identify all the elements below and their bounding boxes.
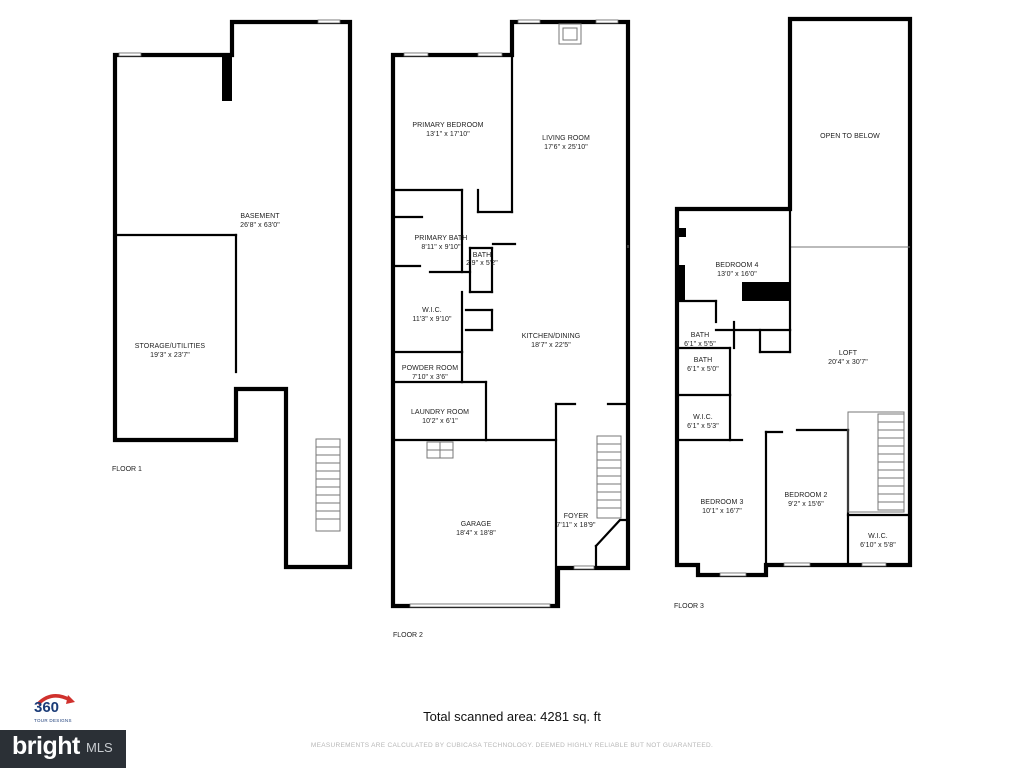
tour-designs-logo: 360 TOUR DESIGNS [30,692,80,726]
room-wic-b-name: W.I.C. [868,533,888,540]
floor-3-stairs [847,411,905,513]
logo-arc-icon [36,694,75,706]
room-wic-b-dims: 6'10" x 5'8" [860,542,896,549]
room-bedroom-3-name: BEDROOM 3 [701,499,744,506]
room-wic-name: W.I.C. [422,307,442,314]
room-garage-dims: 18'4" x 18'8" [456,530,496,537]
room-loft-name: LOFT [839,350,858,357]
bright-suffix: MLS [86,740,113,755]
room-bedroom-4-name: BEDROOM 4 [716,262,759,269]
room-wic-a-dims: 6'1" x 5'3" [687,423,719,430]
logo-tagline: TOUR DESIGNS [34,718,72,723]
room-bath-dims: 2'9" x 5'2" [466,260,498,267]
room-bath-b-dims: 6'1" x 5'0" [687,366,719,373]
room-foyer-dims: 7'11" x 18'9" [556,522,596,529]
room-bedroom-3-dims: 10'1" x 16'7" [702,508,742,515]
floor-1-label: FLOOR 1 [112,466,142,473]
room-bedroom-2-name: BEDROOM 2 [785,492,828,499]
room-garage-name: GARAGE [461,521,492,528]
room-bedroom-2-dims: 9'2" x 15'6" [788,501,824,508]
room-bath-name: BATH [473,252,492,259]
room-basement-dims: 26'8" x 63'0" [240,222,280,229]
floor-1-stairs [315,438,341,532]
room-wic-a-name: W.I.C. [693,414,713,421]
room-primary-bedroom-dims: 13'1" x 17'10" [426,131,470,138]
room-wic-dims: 11'3" x 9'10" [412,316,452,323]
room-powder-dims: 7'10" x 3'6" [412,374,448,381]
room-foyer-name: FOYER [564,513,589,520]
room-kitchen-name: KITCHEN/DINING [522,333,581,340]
room-basement-name: BASEMENT [240,213,280,220]
floor-3-plan: OPEN TO BELOW BEDROOM 4 13'0" x 16'0" BA… [674,16,913,610]
room-bath-a-dims: 6'1" x 5'5" [684,341,716,348]
room-primary-bedroom-name: PRIMARY BEDROOM [412,122,483,129]
room-laundry-dims: 10'2" x 6'1" [422,418,458,425]
room-storage-dims: 19'3" x 23'7" [150,352,190,359]
room-living-dims: 17'6" x 25'10" [544,144,588,151]
logo-number: 360 [34,699,60,716]
floor-3-label: FLOOR 3 [674,603,704,610]
room-laundry-name: LAUNDRY ROOM [411,409,469,416]
room-bath-a-name: BATH [691,332,710,339]
floor-2-label: FLOOR 2 [393,632,423,639]
room-kitchen-dims: 18'7" x 22'5" [531,342,571,349]
room-powder-name: POWDER ROOM [402,365,458,372]
floor-2-plan: PRIMARY BEDROOM 13'1" x 17'10" LIVING RO… [390,19,631,639]
bright-mls-logo: bright MLS [0,730,126,768]
floor-1-plan: BASEMENT 26'8" x 63'0" STORAGE/UTILITIES… [112,19,353,570]
floor-2-stairs [596,435,622,519]
room-open-to-below-name: OPEN TO BELOW [820,133,880,140]
room-loft-dims: 20'4" x 30'7" [828,359,868,366]
room-primary-bath-dims: 8'11" x 9'10" [421,244,461,251]
room-bath-b-name: BATH [694,357,713,364]
room-primary-bath-name: PRIMARY BATH [415,235,468,242]
bright-brand: bright [12,732,80,760]
room-bedroom-4-dims: 13'0" x 16'0" [717,271,757,278]
total-area: Total scanned area: 4281 sq. ft [423,709,601,724]
room-storage-name: STORAGE/UTILITIES [135,343,206,350]
room-living-name: LIVING ROOM [542,135,590,142]
disclaimer: MEASUREMENTS ARE CALCULATED BY CUBICASA … [310,742,714,749]
